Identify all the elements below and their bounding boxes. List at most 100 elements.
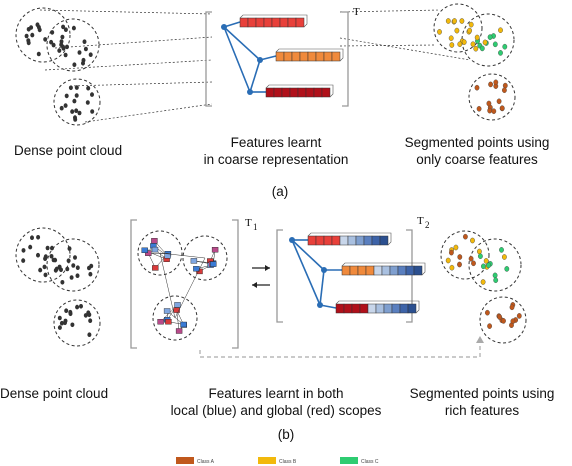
bracket-right-b2 [406, 229, 413, 323]
point [75, 265, 80, 271]
point [457, 254, 463, 260]
feature-cell [331, 51, 341, 62]
dense-points [24, 22, 95, 122]
point [474, 34, 480, 41]
local-graph [141, 238, 219, 334]
point [502, 82, 508, 89]
segmented-cloud-a [433, 3, 516, 121]
point [492, 272, 498, 279]
point [87, 265, 91, 271]
point [70, 109, 75, 114]
local-feature-node [152, 265, 159, 271]
local-feature-node [141, 247, 148, 254]
point [454, 27, 460, 34]
feature-cell [397, 265, 407, 276]
local-feature-node [151, 238, 158, 244]
point [50, 30, 55, 35]
point [480, 279, 486, 285]
point [81, 57, 86, 63]
feature-vectors-a [239, 14, 344, 98]
caption-features-a-2: in coarse representation [203, 152, 349, 167]
point [63, 320, 67, 326]
caption-dense-b: Dense point cloud [0, 386, 109, 401]
feature-cell [373, 265, 383, 276]
graph-node [317, 302, 323, 308]
feature-cell [379, 235, 389, 246]
feature-cell [307, 235, 317, 246]
point [59, 267, 63, 273]
bracket-right-a [342, 11, 349, 107]
point [75, 304, 80, 310]
point [38, 267, 43, 273]
point [85, 100, 90, 105]
point [67, 246, 72, 251]
cluster-circle [468, 73, 516, 121]
point [468, 21, 474, 28]
point [72, 98, 77, 104]
caption-dense-a: Dense point cloud [14, 143, 123, 158]
point [501, 318, 506, 324]
guide-lines-left-a [39, 9, 213, 123]
panel-label-b: (b) [277, 427, 295, 442]
point [484, 309, 490, 316]
point [473, 45, 479, 52]
point [75, 273, 80, 279]
point [88, 271, 93, 277]
point [493, 79, 499, 86]
point [445, 18, 451, 24]
point [36, 252, 40, 258]
point [86, 310, 91, 316]
superscript-t1: T [245, 217, 252, 229]
point [453, 244, 459, 251]
cluster-circle [440, 230, 490, 280]
graph-node [247, 89, 253, 95]
point [462, 233, 468, 240]
feature-cell [247, 17, 257, 28]
point [70, 322, 75, 328]
point [36, 235, 41, 240]
feature-cell [349, 265, 359, 276]
point [467, 27, 472, 34]
point [486, 100, 492, 107]
feature-cell [255, 17, 265, 28]
point [487, 107, 493, 114]
caption-seg-a-1: Segmented points using [404, 135, 550, 150]
point [476, 106, 482, 112]
cluster-circle [433, 3, 483, 53]
graph-node [289, 237, 295, 243]
point [437, 29, 442, 35]
feature-cell [405, 265, 415, 276]
feature-cell [291, 51, 301, 62]
feature-cell [297, 87, 307, 98]
point [64, 93, 69, 99]
point [474, 84, 480, 91]
point [69, 275, 74, 280]
point [449, 264, 455, 271]
feature-cell [265, 87, 275, 98]
point [496, 98, 502, 105]
cluster-circle [46, 238, 100, 292]
point [73, 255, 77, 260]
legend-label-a: Class A [197, 459, 215, 465]
point [24, 33, 29, 39]
point [35, 22, 40, 28]
cluster-circle [53, 299, 101, 347]
cluster-circle [15, 227, 71, 283]
point [87, 332, 92, 338]
feature-cell [359, 303, 369, 314]
point [516, 313, 522, 319]
point [73, 117, 78, 122]
point [61, 44, 65, 50]
cluster-circle [182, 235, 228, 281]
point [90, 109, 95, 114]
feature-cell [363, 235, 373, 246]
point [470, 237, 475, 244]
point [449, 42, 455, 48]
point [448, 35, 454, 42]
superscript-t2: T [417, 215, 424, 227]
point [477, 253, 483, 260]
feature-cell [351, 303, 361, 314]
panel-b: T 1 T 2 [15, 215, 527, 358]
guide-lines-right-a [339, 9, 471, 61]
